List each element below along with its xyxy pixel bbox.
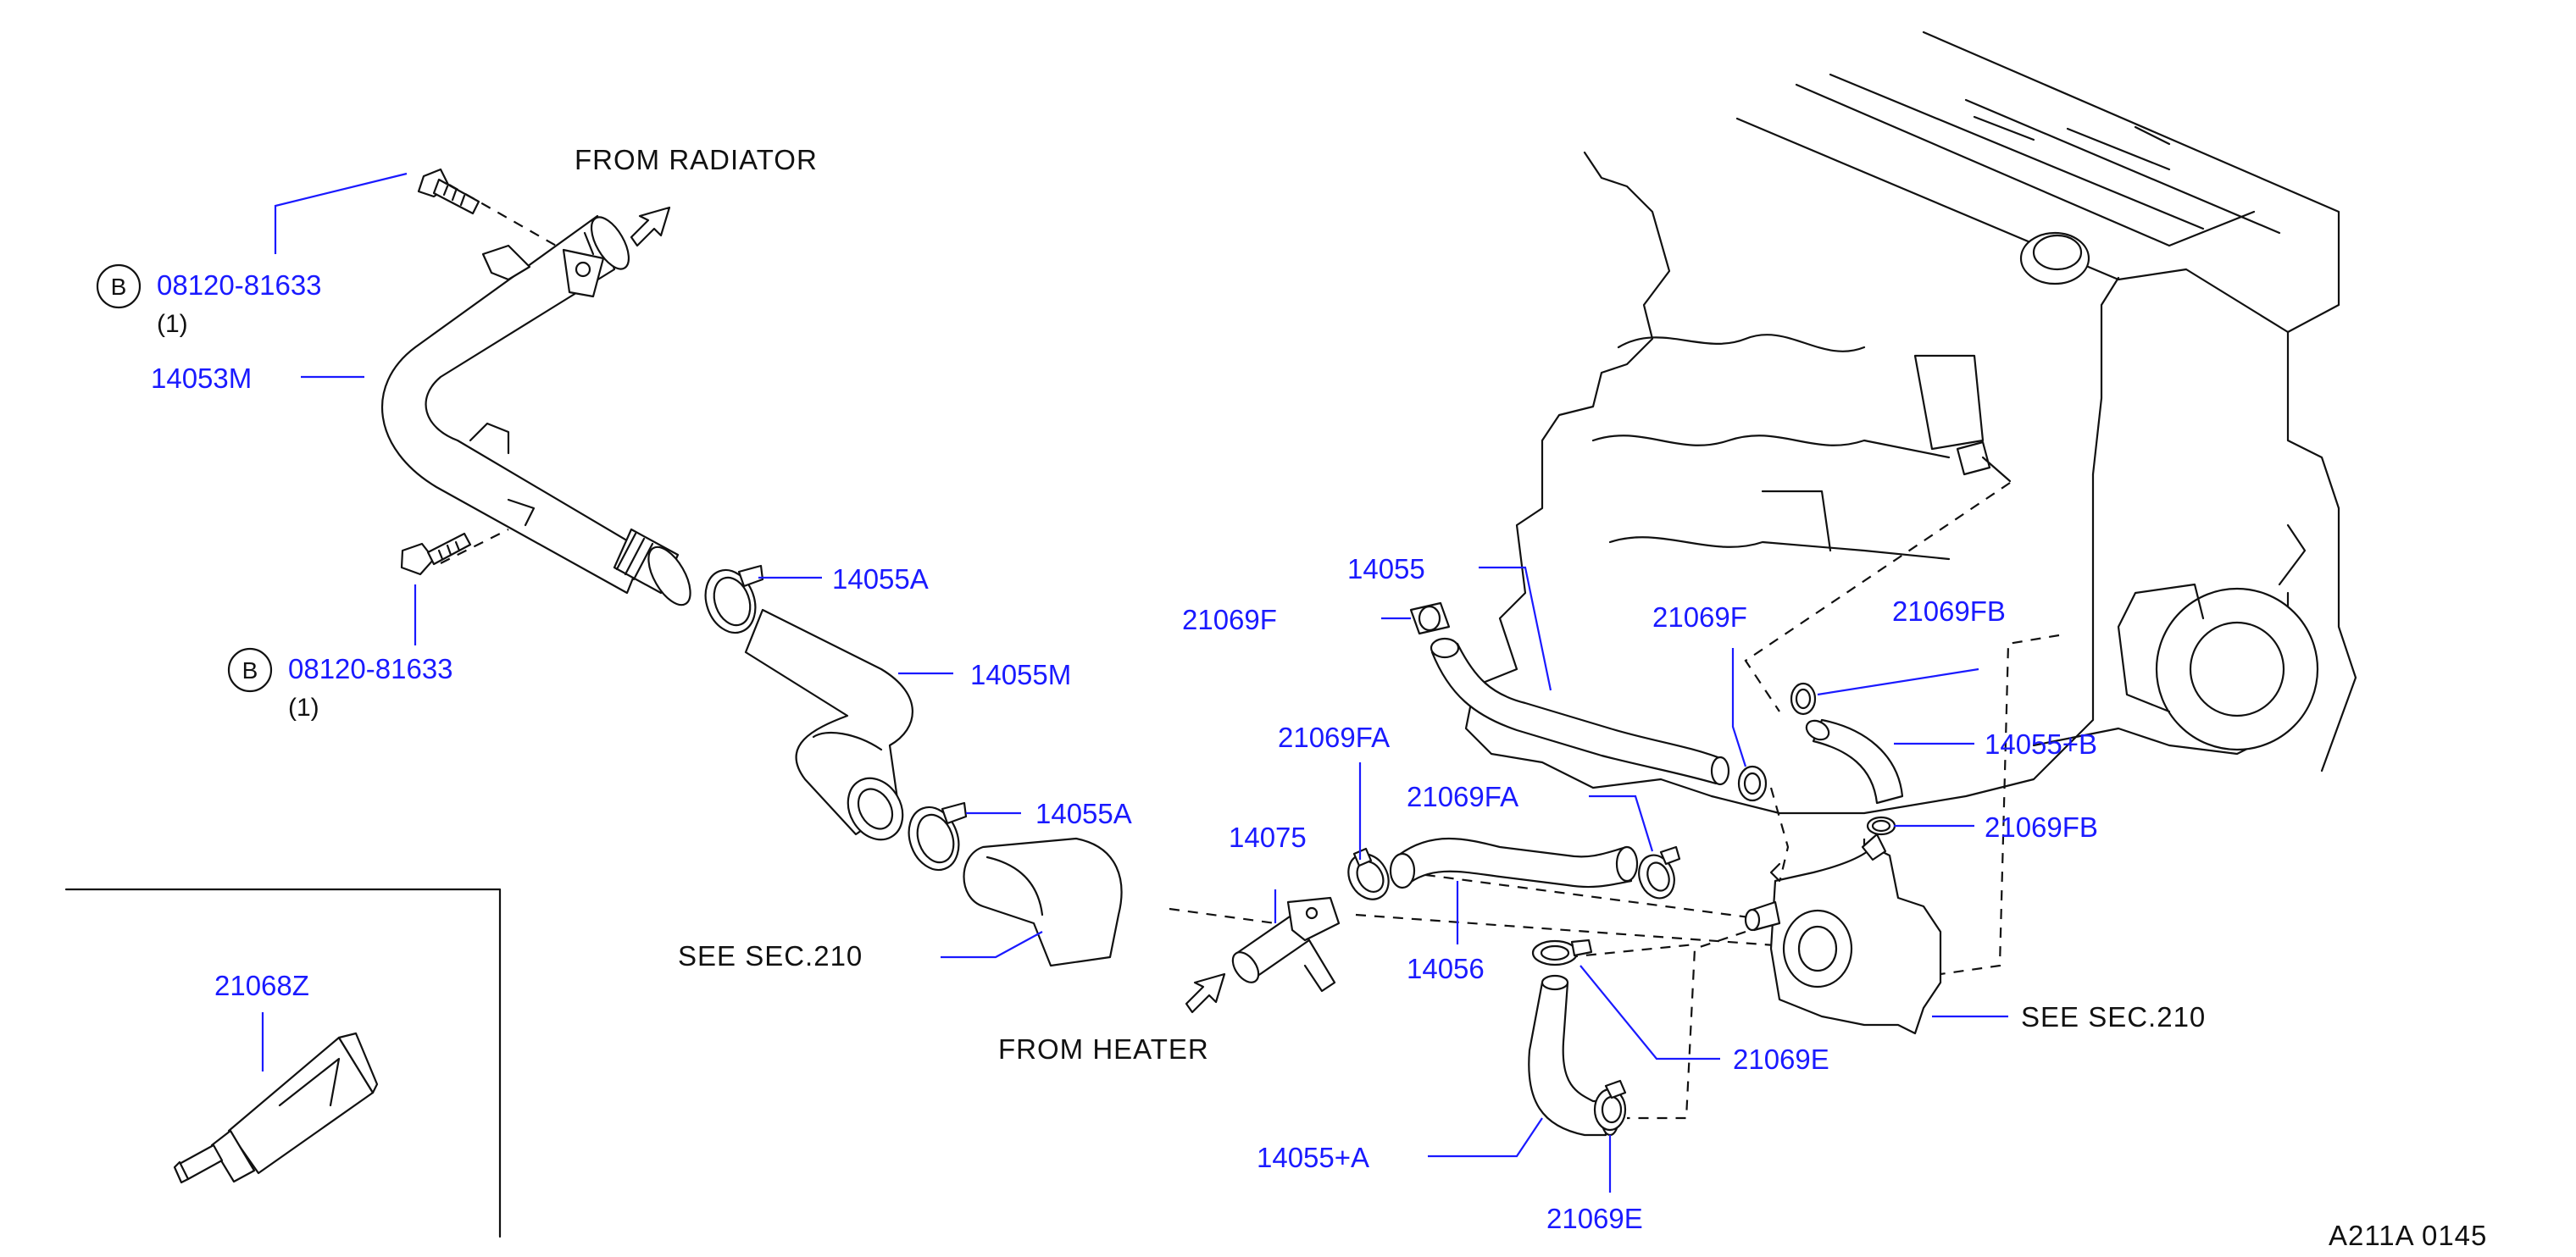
hose-14055: [1430, 637, 1730, 786]
label-14075: 14075: [1229, 822, 1307, 853]
label-21069FB-top: 21069FB: [1892, 595, 2006, 627]
clamp-14055A-mid: [908, 801, 968, 872]
clamp-14055A-top: [704, 564, 764, 634]
label-21069F-right: 21069F: [1652, 601, 1747, 633]
clamp-21069FA-mid: [1638, 845, 1681, 900]
clamp-21069F-left: [1409, 601, 1451, 635]
clamp-21069F-right: [1737, 765, 1768, 802]
label-14055pA: 14055+A: [1257, 1142, 1369, 1173]
bolt-bottom-part-number: 08120-81633: [288, 653, 453, 684]
label-14055: 14055: [1347, 553, 1425, 584]
labels: FROM RADIATOR 08120-81633 (1) 14053M 140…: [151, 144, 2487, 1251]
note-from-radiator: FROM RADIATOR: [575, 144, 818, 175]
bolt-badge-bottom-letter: B: [242, 657, 258, 684]
label-14055A-top: 14055A: [832, 563, 929, 595]
hose-sec210-left: [963, 837, 1123, 967]
label-14053M: 14053M: [151, 363, 252, 394]
diagram-id: A211A 0145: [2329, 1220, 2487, 1251]
bolt-badge-bottom: B: [227, 647, 273, 693]
water-pipe-14053M: [380, 214, 691, 606]
leader-lines: [261, 172, 2008, 1193]
clamp-21069E-mid: [1531, 939, 1593, 966]
note-see-sec-right: SEE SEC.210: [2021, 1001, 2206, 1033]
bolt-top-qty: (1): [157, 310, 188, 338]
bolt-badge-top-letter: B: [111, 274, 127, 300]
water-outlet-housing: [1744, 833, 1942, 1035]
clamp-21069FA-left: [1347, 847, 1390, 900]
inset-box: [64, 888, 502, 1238]
label-14055A-mid: 14055A: [1035, 798, 1132, 829]
label-14055pB: 14055+B: [1985, 728, 2097, 760]
label-21069FA-mid: 21069FA: [1407, 781, 1518, 812]
engine-block-drawing: [1464, 30, 2357, 815]
arrow-from-radiator: [630, 206, 671, 247]
note-see-sec-left: SEE SEC.210: [678, 940, 863, 972]
label-21069FB-bottom: 21069FB: [1985, 811, 2098, 843]
connector-14075: [1231, 896, 1341, 993]
label-21068Z: 21068Z: [214, 970, 309, 1001]
hose-14055M: [744, 608, 913, 841]
label-14056: 14056: [1407, 953, 1485, 984]
label-21069FA-left: 21069FA: [1278, 722, 1390, 753]
hose-14055pB: [1805, 718, 1904, 805]
note-from-heater: FROM HEATER: [998, 1033, 1209, 1065]
bolt-badge-top: B: [96, 263, 142, 309]
clamp-21069E-bottom: [1593, 1079, 1627, 1132]
bolt-bottom: [400, 532, 472, 576]
clamp-21069FB-top: [1790, 682, 1817, 716]
sealant-tube-21068Z: [173, 1032, 379, 1184]
label-21069E-bottom: 21069E: [1546, 1203, 1643, 1234]
bolt-bottom-qty: (1): [288, 694, 319, 722]
arrow-from-heater: [1185, 972, 1226, 1014]
label-21069F-left: 21069F: [1182, 604, 1277, 635]
label-14055M: 14055M: [970, 659, 1071, 690]
label-21069E-mid: 21069E: [1733, 1044, 1829, 1075]
hose-14056: [1389, 837, 1639, 889]
bolt-top: [417, 168, 480, 215]
bolt-top-part-number: 08120-81633: [157, 269, 322, 301]
clamp-21069FB-bottom: [1866, 816, 1896, 836]
